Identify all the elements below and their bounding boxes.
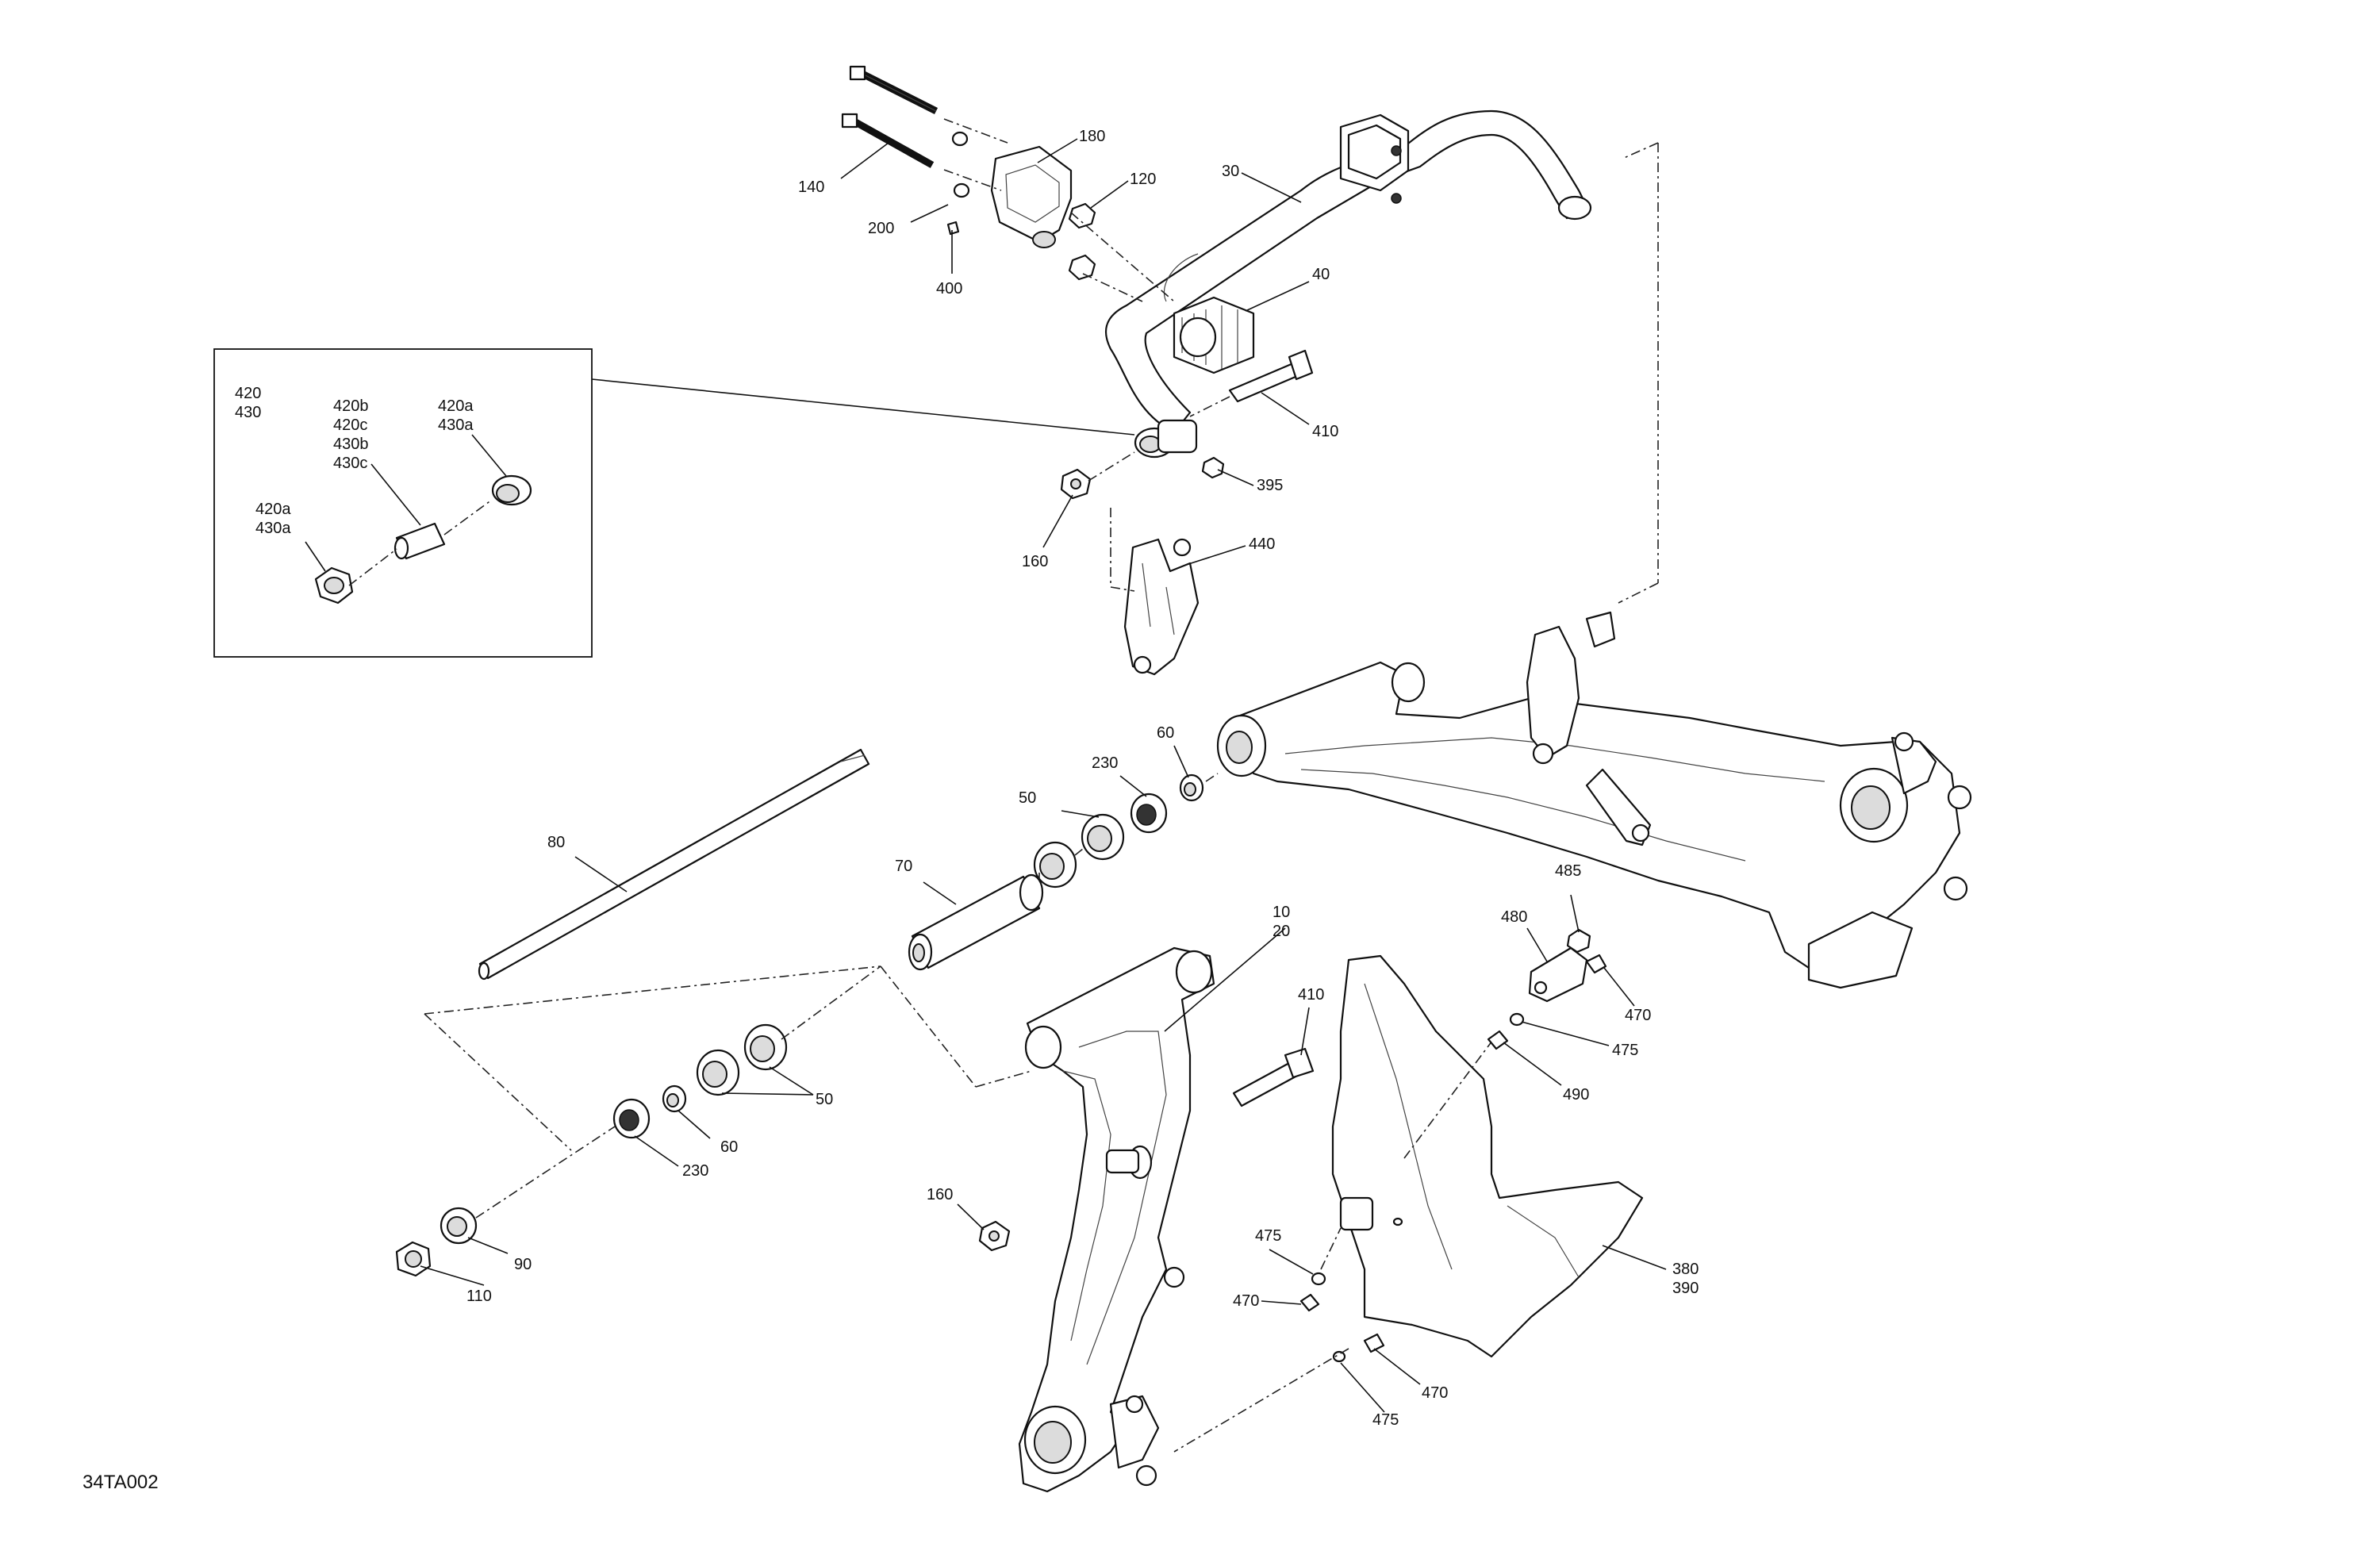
callout-440: 440 <box>1249 535 1275 553</box>
bolt-410-upper <box>1228 349 1314 403</box>
bolt-410-lower <box>1232 1047 1315 1107</box>
washer-475-right <box>1509 1012 1525 1027</box>
callout-180: 180 <box>1079 128 1105 145</box>
spacer-60-upper <box>1179 773 1204 802</box>
spacer-90 <box>440 1207 478 1245</box>
nut-110 <box>395 1241 432 1277</box>
callout-230-upper: 230 <box>1092 754 1118 772</box>
callout-40: 40 <box>1312 266 1330 283</box>
screw-470-right <box>1585 954 1607 974</box>
diagram-code: 34TA002 <box>83 1472 159 1493</box>
nut-160-upper <box>1060 468 1092 500</box>
pivot-shaft-80 <box>478 748 870 981</box>
link-440 <box>1123 538 1200 676</box>
callout-430b: 430b <box>333 436 369 453</box>
callout-60-upper: 60 <box>1157 724 1174 742</box>
inset-sleeve <box>393 522 446 560</box>
washer-475-mid <box>1311 1272 1326 1286</box>
callout-420a-right: 420a <box>438 397 474 415</box>
leader-lines <box>420 138 1667 1413</box>
callout-470-bottom: 470 <box>1422 1384 1448 1402</box>
callout-90: 90 <box>514 1256 532 1273</box>
skid-plate <box>1331 954 1644 1358</box>
lower-trailing-arm <box>1018 946 1215 1493</box>
callout-80: 80 <box>547 834 565 851</box>
callout-395: 395 <box>1257 477 1283 494</box>
spacer-60-lower <box>662 1084 687 1113</box>
callout-60-lower: 60 <box>720 1138 738 1156</box>
screw-490 <box>1487 1030 1509 1050</box>
callout-430a-right: 430a <box>438 416 474 434</box>
callout-430a-left: 430a <box>255 520 291 537</box>
inset-bushing-left <box>314 566 354 605</box>
seal-230-upper <box>1130 793 1168 834</box>
bearing-50-lower-a <box>743 1023 788 1071</box>
callout-480: 480 <box>1501 908 1527 926</box>
sleeve-70 <box>908 873 1044 971</box>
inset-frame <box>213 348 593 658</box>
callout-420c: 420c <box>333 416 367 434</box>
callout-200: 200 <box>868 220 894 237</box>
callout-410-lower: 410 <box>1298 986 1324 1004</box>
nut-395 <box>1201 456 1225 479</box>
callout-420a-left: 420a <box>255 501 291 518</box>
callout-10: 10 <box>1273 904 1290 921</box>
nuts-120 <box>1068 202 1096 281</box>
callout-labels: 180 140 120 30 200 400 40 410 395 160 44… <box>83 128 1699 1493</box>
callout-120: 120 <box>1130 171 1156 188</box>
callout-485: 485 <box>1555 862 1581 880</box>
callout-50-upper: 50 <box>1019 789 1036 807</box>
bearing-50-upper-b <box>1033 841 1077 889</box>
callout-390: 390 <box>1672 1280 1699 1297</box>
callout-30: 30 <box>1222 163 1239 180</box>
bearing-50-lower-b <box>696 1049 740 1096</box>
callout-420: 420 <box>235 385 261 402</box>
clip-480 <box>1528 946 1588 1003</box>
bearing-50-upper-a <box>1081 813 1125 861</box>
callout-410-upper: 410 <box>1312 423 1338 440</box>
callout-430c: 430c <box>333 455 367 472</box>
callout-160-lower: 160 <box>927 1186 953 1203</box>
callout-420b: 420b <box>333 397 369 415</box>
inset-bushing-right <box>491 474 532 506</box>
callout-490: 490 <box>1563 1086 1589 1104</box>
washer-475-bottom <box>1332 1350 1346 1363</box>
screw-470-mid <box>1299 1293 1320 1312</box>
washers-200 <box>946 131 970 236</box>
callout-160-upper: 160 <box>1022 553 1048 570</box>
callout-400: 400 <box>936 280 962 297</box>
callout-50-lower: 50 <box>816 1091 833 1108</box>
shock-mount-upper <box>1526 611 1652 846</box>
bracket-180 <box>990 145 1073 248</box>
callout-475-right: 475 <box>1612 1042 1638 1059</box>
stabilizer-bar <box>1104 109 1592 459</box>
nut-485 <box>1566 928 1591 954</box>
detail-inset <box>213 348 1135 658</box>
bolt-140-lower <box>841 113 935 168</box>
screw-470-bottom <box>1363 1333 1385 1353</box>
callout-20: 20 <box>1273 923 1290 940</box>
callout-230-lower: 230 <box>682 1162 708 1180</box>
callout-140: 140 <box>798 178 824 196</box>
bolt-140-upper <box>849 65 939 115</box>
callout-110: 110 <box>466 1288 492 1305</box>
callout-70: 70 <box>895 858 912 875</box>
callout-380: 380 <box>1672 1261 1699 1278</box>
callout-470-right: 470 <box>1625 1007 1651 1024</box>
upper-trailing-arm <box>1216 661 1972 989</box>
seal-230-lower <box>612 1098 651 1139</box>
callout-475-mid: 475 <box>1255 1227 1281 1245</box>
nut-160-lower <box>978 1220 1011 1252</box>
callout-430: 430 <box>235 404 261 421</box>
callout-470-mid: 470 <box>1233 1292 1259 1310</box>
callout-475-bottom: 475 <box>1372 1411 1399 1429</box>
bushing-40 <box>1173 296 1255 374</box>
